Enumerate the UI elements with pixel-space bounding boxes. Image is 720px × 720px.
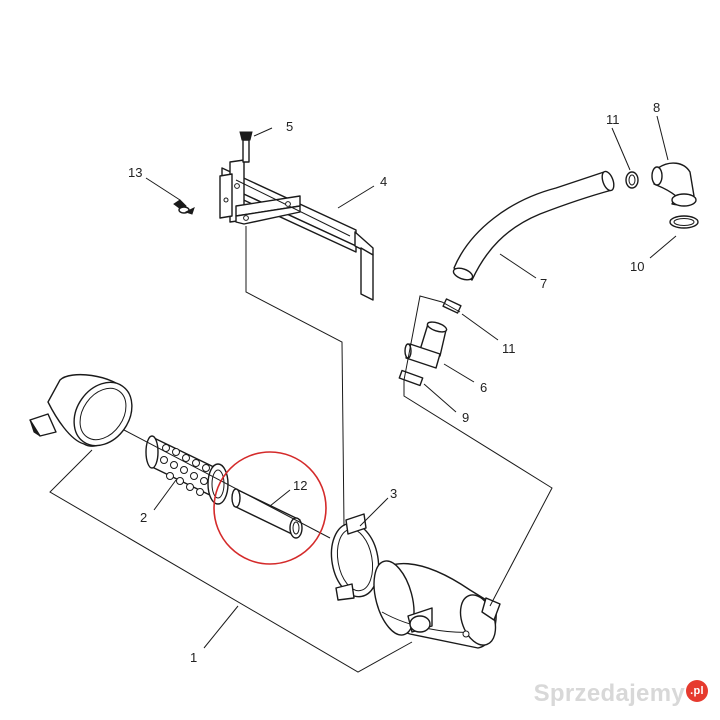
label-part-10: 10 xyxy=(630,259,644,274)
highlight-circle xyxy=(213,451,327,565)
callout-labels: 5 13 4 11 8 10 7 11 6 9 3 12 2 1 xyxy=(128,100,660,665)
label-part-12: 12 xyxy=(293,478,307,493)
elbow-part-8 xyxy=(651,162,697,207)
label-part-5: 5 xyxy=(286,119,293,134)
label-part-8: 8 xyxy=(653,100,660,115)
inner-safety-element xyxy=(231,488,303,539)
bolt-part-5 xyxy=(239,131,253,163)
label-part-4: 4 xyxy=(380,174,387,189)
band-clamp xyxy=(330,513,380,601)
label-part-1: 1 xyxy=(190,650,197,665)
label-part-6: 6 xyxy=(480,380,487,395)
intake-hose xyxy=(452,170,615,281)
watermark: Sprzedajemy.pl xyxy=(534,680,708,708)
clamp-part-10 xyxy=(669,215,699,229)
label-part-3: 3 xyxy=(390,486,397,501)
mounting-bracket xyxy=(219,159,374,301)
callout-leaders xyxy=(145,115,677,649)
valve-part-6 xyxy=(404,321,448,369)
label-part-2: 2 xyxy=(140,510,147,525)
label-part-13: 13 xyxy=(128,165,142,180)
wing-nut-part-13 xyxy=(173,199,195,215)
label-part-11-upper: 11 xyxy=(606,112,620,127)
clamp-part-9 xyxy=(398,369,424,387)
watermark-text: Sprzedajemy xyxy=(533,680,685,707)
label-part-7: 7 xyxy=(540,276,547,291)
label-part-11-lower: 11 xyxy=(502,341,516,356)
assembly-lines xyxy=(49,226,553,673)
watermark-badge: .pl xyxy=(686,680,708,702)
label-part-9: 9 xyxy=(462,410,469,425)
filter-element xyxy=(145,435,229,505)
filter-housing xyxy=(373,560,501,649)
dust-cover xyxy=(29,373,133,447)
filter-perforations xyxy=(160,444,210,496)
clamp-part-11-upper xyxy=(625,171,639,189)
